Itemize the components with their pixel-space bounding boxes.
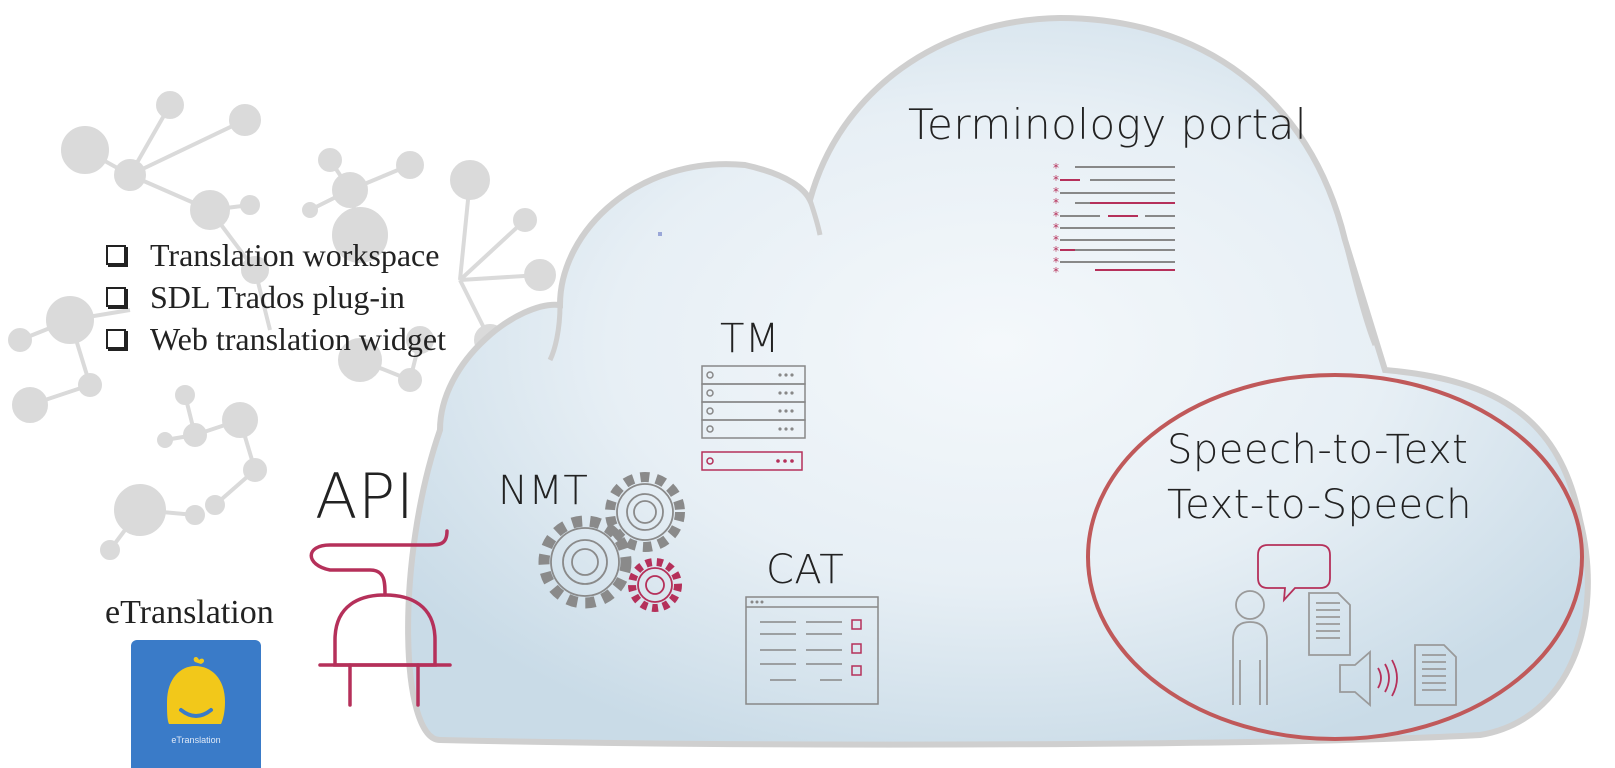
svg-text:*: * [1053,244,1059,258]
svg-text:*: * [1053,161,1059,175]
document-list-icon: *** *** *** * [1053,161,1175,279]
app-logo-icon: eTranslation [131,640,261,768]
checklist-item: Translation workspace [106,234,446,276]
svg-text:*: * [1053,209,1059,223]
svg-text:*: * [1053,185,1059,199]
gears-icon [538,472,685,612]
cat-window-icon [745,596,879,705]
svg-text:*: * [1053,173,1059,187]
checkbox-icon [106,287,126,307]
cat-label: CAT [766,547,845,593]
app-icon-label: eTranslation [171,735,221,745]
cloud-shape [405,14,1591,748]
checklist-item: Web translation widget [106,318,446,360]
svg-text:*: * [1053,196,1059,210]
nmt-label: NMT [498,468,589,514]
terminology-portal-label: Terminology portal [908,100,1308,149]
svg-text:*: * [1053,221,1059,235]
server-rack-icon [701,365,806,471]
checkbox-icon [106,329,126,349]
highlight-ring [1086,373,1584,741]
client-checklist: Translation workspace SDL Trados plug-in… [106,234,446,360]
text-to-speech-label: Text-to-Speech [1167,482,1473,528]
plug-icon [309,529,452,707]
speech-to-text-label: Speech-to-Text [1167,427,1469,473]
svg-text:*: * [1053,233,1059,247]
checklist-item-label: Translation workspace [150,237,440,273]
checkbox-icon [106,245,126,265]
product-name: eTranslation [105,594,274,631]
tm-label: TM [720,316,780,362]
checklist-item-label: SDL Trados plug-in [150,279,405,315]
api-label: API [315,460,415,533]
speaking-person-icon [1232,544,1457,707]
svg-text:*: * [1053,265,1059,279]
chick-logo-icon [167,656,225,724]
svg-text:*: * [1053,255,1059,269]
checklist-item-label: Web translation widget [150,321,447,357]
checklist-item: SDL Trados plug-in [106,276,446,318]
